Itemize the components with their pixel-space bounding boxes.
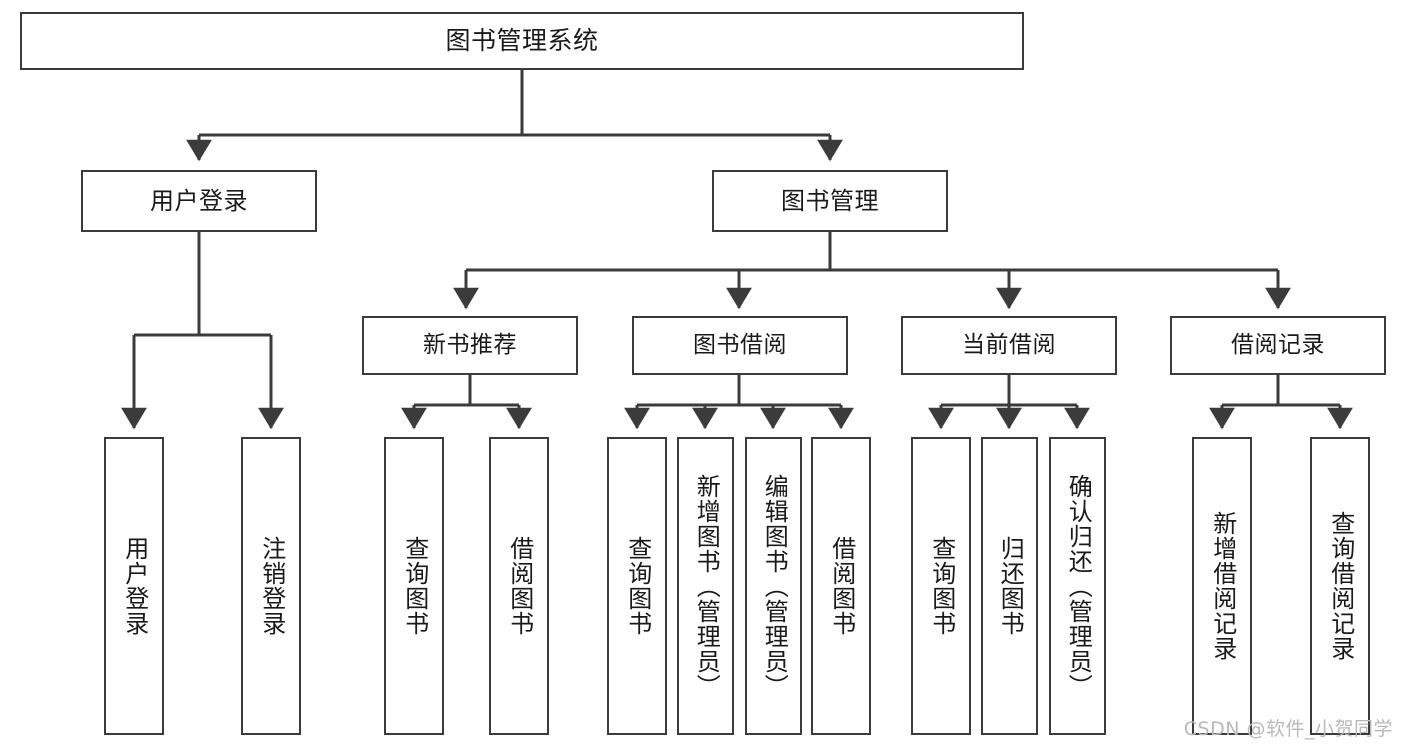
node-new-book-recommend[interactable]: 新书推荐	[362, 316, 578, 375]
node-label: 用户登录	[150, 186, 248, 215]
node-current-borrow[interactable]: 当前借阅	[901, 316, 1117, 375]
node-label: 归还图书	[996, 536, 1025, 636]
node-label: 新书推荐	[423, 331, 517, 358]
node-label: 编辑图书（管理员）	[760, 473, 789, 699]
node-leaf-query-book-recommend[interactable]: 查询图书	[384, 437, 444, 735]
csdn-watermark: CSDN @软件_小贺同学	[1183, 718, 1393, 740]
node-label: 注销登录	[257, 536, 286, 636]
node-book-management[interactable]: 图书管理	[712, 170, 948, 232]
node-book-management-system[interactable]: 图书管理系统	[20, 12, 1024, 70]
node-leaf-logout-login[interactable]: 注销登录	[241, 437, 301, 735]
node-label: 图书管理	[781, 186, 879, 215]
node-label: 当前借阅	[962, 331, 1056, 358]
node-leaf-confirm-return[interactable]: 确认归还（管理员）	[1049, 437, 1106, 735]
node-label: 图书借阅	[693, 331, 787, 358]
node-leaf-return-book[interactable]: 归还图书	[981, 437, 1038, 735]
node-label: 查询图书	[623, 536, 652, 636]
node-leaf-query-book-borrow[interactable]: 查询图书	[607, 437, 667, 735]
node-leaf-edit-book[interactable]: 编辑图书（管理员）	[745, 437, 802, 735]
node-label: 借阅记录	[1231, 331, 1325, 358]
node-user-login[interactable]: 用户登录	[81, 170, 317, 232]
node-label: 查询借阅记录	[1326, 511, 1355, 661]
node-leaf-add-borrow-record[interactable]: 新增借阅记录	[1192, 437, 1252, 735]
node-label: 新增借阅记录	[1208, 511, 1237, 661]
node-label: 图书管理系统	[445, 26, 599, 56]
node-label: 新增图书（管理员）	[692, 473, 721, 699]
node-label: 确认归还（管理员）	[1064, 473, 1093, 699]
node-label: 查询图书	[927, 536, 956, 636]
node-leaf-query-borrow-record[interactable]: 查询借阅记录	[1310, 437, 1370, 735]
node-label: 用户登录	[120, 536, 149, 636]
node-borrow-record[interactable]: 借阅记录	[1170, 316, 1386, 375]
node-leaf-query-book-current[interactable]: 查询图书	[911, 437, 971, 735]
node-book-borrow[interactable]: 图书借阅	[632, 316, 848, 375]
node-leaf-user-login[interactable]: 用户登录	[104, 437, 164, 735]
node-label: 查询图书	[400, 536, 429, 636]
node-leaf-add-book[interactable]: 新增图书（管理员）	[677, 437, 734, 735]
node-leaf-borrow-book-recommend[interactable]: 借阅图书	[489, 437, 549, 735]
node-leaf-borrow-book[interactable]: 借阅图书	[811, 437, 871, 735]
node-label: 借阅图书	[505, 536, 534, 636]
node-label: 借阅图书	[827, 536, 856, 636]
